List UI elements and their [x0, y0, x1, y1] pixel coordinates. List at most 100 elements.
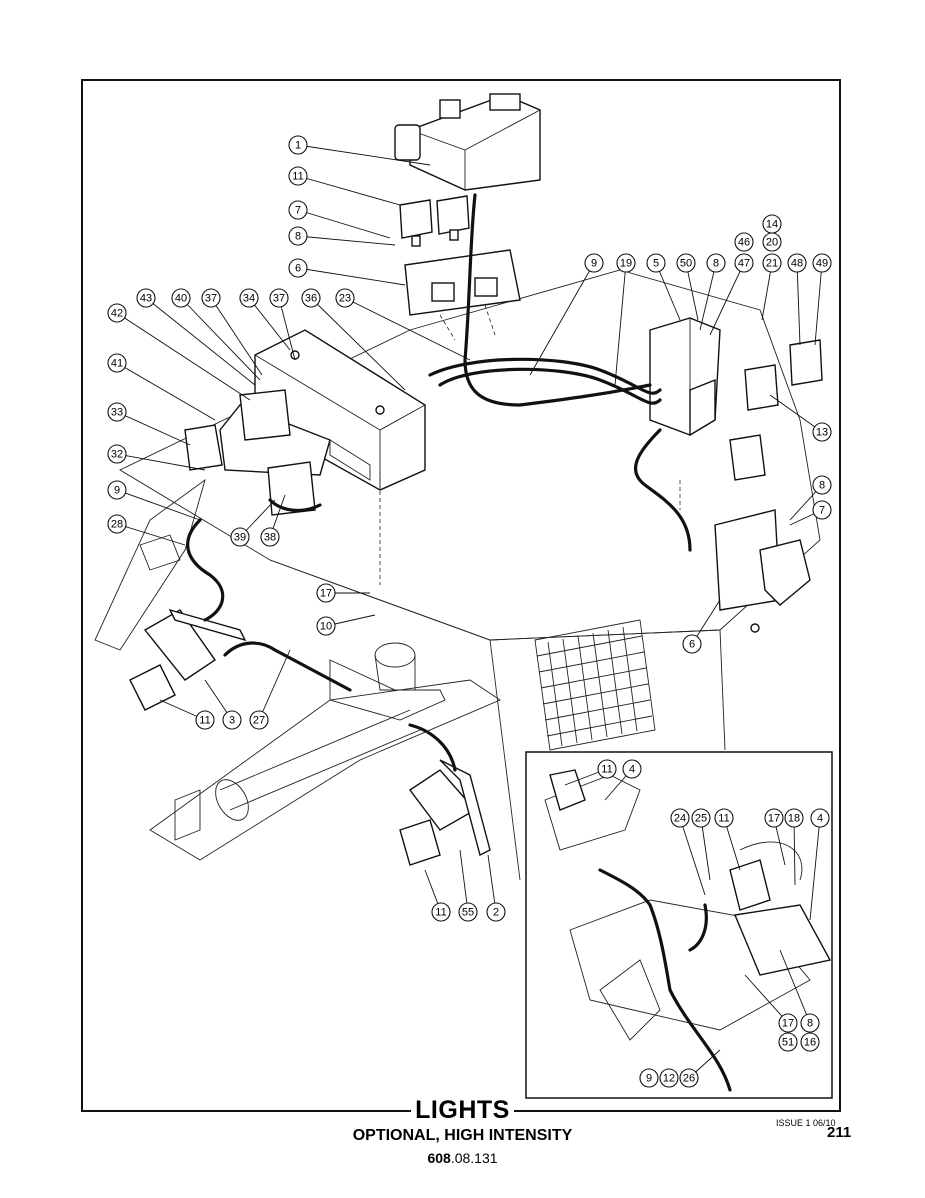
callout-9: 9 — [639, 1068, 659, 1088]
callout-label: 8 — [295, 231, 301, 243]
callout-43: 43 — [136, 288, 256, 386]
callout-circle — [107, 353, 127, 373]
callout-leader-line — [145, 297, 256, 386]
machine-body — [94, 269, 821, 881]
callout-32: 32 — [107, 444, 206, 471]
callout-leader-line — [779, 949, 811, 1024]
callout-leader-line — [487, 854, 497, 913]
callout-circle — [812, 475, 832, 495]
document-number: 608.08.131 — [0, 1150, 925, 1166]
callout-21: 21 — [761, 253, 782, 321]
callout-circle — [288, 258, 308, 278]
callout-9: 9 — [529, 253, 604, 376]
callout-4: 4 — [604, 759, 642, 801]
callout-circle — [682, 634, 702, 654]
callout-circle — [288, 226, 308, 246]
callout-circle — [239, 288, 259, 308]
callout-42: 42 — [107, 303, 251, 401]
callout-leader-line — [529, 262, 595, 376]
loader-arm — [94, 478, 501, 861]
callout-circle — [659, 1068, 679, 1088]
callout-circle — [639, 1068, 659, 1088]
callout-37: 37 — [201, 288, 263, 376]
callout-label: 19 — [620, 258, 632, 270]
callout-label: 4 — [817, 813, 823, 825]
callout-leader-line — [809, 817, 821, 921]
front-light-box — [184, 329, 426, 516]
callout-label: 18 — [788, 813, 800, 825]
callout-51: 51 — [778, 1032, 798, 1052]
callout-label: 37 — [273, 293, 285, 305]
callout-circle — [734, 253, 754, 273]
callout-circle — [230, 527, 250, 547]
callout-circle — [288, 135, 308, 155]
callout-label: 51 — [782, 1037, 794, 1049]
callout-leader-line — [258, 649, 291, 721]
callout-leader-line — [180, 297, 261, 381]
callout-label: 14 — [766, 219, 778, 231]
callout-leader-line — [744, 974, 789, 1024]
callout-leader-line — [761, 262, 773, 321]
callout-17: 17 — [316, 583, 370, 603]
callout-11: 11 — [564, 759, 617, 786]
front-left-lamp — [129, 608, 247, 711]
callout-circle — [812, 422, 832, 442]
callout-20: 20 — [762, 232, 782, 252]
callout-11: 11 — [714, 808, 741, 871]
worklight-pair — [399, 195, 470, 247]
callout-leader-line — [116, 312, 251, 401]
callout-label: 12 — [663, 1073, 675, 1085]
callout-label: 24 — [674, 813, 686, 825]
callout-circle — [646, 253, 666, 273]
callout-circle — [171, 288, 191, 308]
callout-11: 11 — [424, 869, 451, 922]
callout-8: 8 — [288, 226, 396, 246]
callout-label: 50 — [680, 258, 692, 270]
callout-48: 48 — [787, 253, 807, 346]
callout-2: 2 — [486, 854, 506, 922]
callout-label: 43 — [140, 293, 152, 305]
callout-49: 49 — [812, 253, 832, 346]
callout-label: 11 — [718, 813, 729, 825]
callout-14: 14 — [762, 214, 782, 234]
callout-label: 8 — [819, 480, 825, 492]
page-number: 211 — [827, 1124, 852, 1141]
callout-leader-line — [310, 297, 406, 391]
document-number-bold: 608 — [427, 1150, 451, 1166]
callout-circle — [597, 759, 617, 779]
callout-label: 9 — [114, 485, 120, 497]
callout-label: 37 — [205, 293, 217, 305]
callout-33: 33 — [107, 402, 191, 446]
callout-leader-line — [116, 453, 206, 471]
callout-label: 33 — [111, 407, 123, 419]
callout-leader-line — [459, 849, 469, 913]
callout-circle — [201, 288, 221, 308]
callout-leader-line — [699, 262, 717, 331]
callout-circle — [316, 583, 336, 603]
callout-circle — [679, 1068, 699, 1088]
callout-39: 39 — [230, 499, 276, 547]
callout-17: 17 — [764, 808, 786, 866]
callout-label: 17 — [768, 813, 780, 825]
callout-label: 20 — [766, 237, 778, 249]
callout-circle — [288, 200, 308, 220]
side-light-box — [649, 317, 823, 481]
callout-circle — [734, 232, 754, 252]
callout-leader-line — [796, 262, 801, 346]
roof-light-housing — [394, 93, 541, 191]
callout-circle — [136, 288, 156, 308]
callout-circle — [260, 527, 280, 547]
callout-leader-line — [297, 175, 401, 206]
callout-circle — [458, 902, 478, 922]
callout-leader-line — [297, 235, 396, 246]
callout-label: 42 — [111, 308, 123, 320]
callout-label: 25 — [695, 813, 707, 825]
callout-leader-line — [297, 209, 391, 239]
callout-circle — [316, 616, 336, 636]
callout-leader-line — [278, 297, 296, 361]
callout-circle — [107, 514, 127, 534]
callout-label: 32 — [111, 449, 123, 461]
callout-leader-line — [116, 523, 186, 546]
callout-label: 49 — [816, 258, 828, 270]
callout-label: 28 — [111, 519, 123, 531]
